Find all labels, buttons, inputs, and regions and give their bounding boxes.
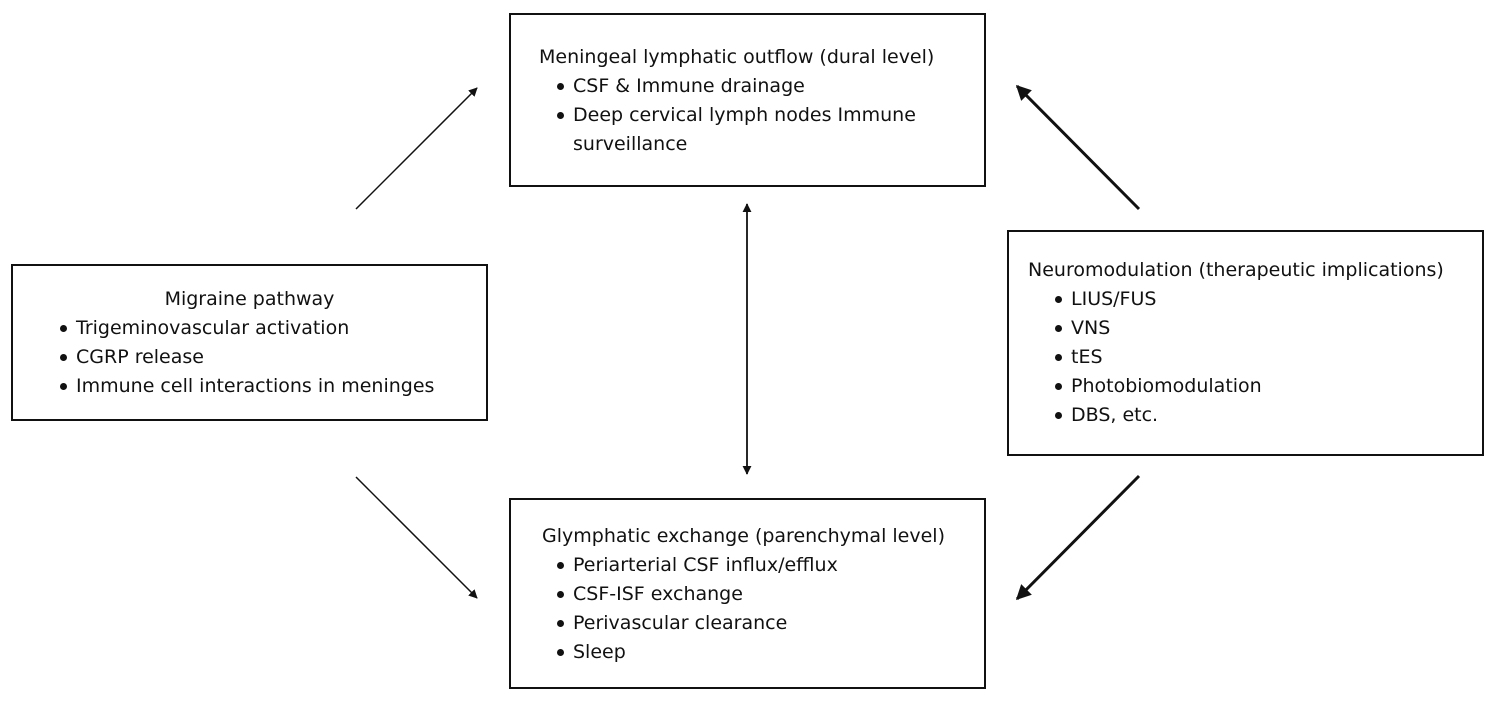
meningeal-title: Meningeal lymphatic outflow (dural level… (539, 46, 935, 68)
meningeal-item: CSF & Immune drainage (555, 72, 935, 101)
glymphatic-title: Glymphatic exchange (parenchymal level) (542, 525, 945, 547)
migraine-list: Trigeminovascular activation CGRP releas… (58, 314, 434, 401)
neuromodulation-item: DBS, etc. (1053, 401, 1262, 430)
migraine-title: Migraine pathway (164, 288, 335, 310)
glymphatic-list: Periarterial CSF influx/efflux CSF-ISF e… (555, 551, 838, 667)
glymphatic-item: Periarterial CSF influx/efflux (555, 551, 838, 580)
neuromodulation-list: LIUS/FUS VNS tES Photobiomodulation DBS,… (1053, 285, 1262, 430)
glymphatic-item: Sleep (555, 638, 838, 667)
neuromodulation-item: tES (1053, 343, 1262, 372)
migraine-item: Immune cell interactions in meninges (58, 372, 434, 401)
arrow-migraine-to-glymphatic (355, 476, 478, 599)
glymphatic-item: Perivascular clearance (555, 609, 838, 638)
arrow-neuromodulation-to-glymphatic (1015, 474, 1141, 601)
migraine-item: Trigeminovascular activation (58, 314, 434, 343)
neuromodulation-item: LIUS/FUS (1053, 285, 1262, 314)
neuromodulation-box: Neuromodulation (therapeutic implication… (1007, 230, 1484, 456)
migraine-item: CGRP release (58, 343, 434, 372)
meningeal-box: Meningeal lymphatic outflow (dural level… (509, 13, 986, 187)
migraine-box: Migraine pathway Trigeminovascular activ… (11, 264, 488, 421)
arrow-neuromodulation-to-meningeal (1015, 84, 1141, 211)
neuromodulation-item: Photobiomodulation (1053, 372, 1262, 401)
neuromodulation-title: Neuromodulation (therapeutic implication… (1028, 259, 1444, 281)
arrow-migraine-to-meningeal (355, 87, 478, 210)
glymphatic-item: CSF-ISF exchange (555, 580, 838, 609)
meningeal-item: Deep cervical lymph nodes Immune surveil… (555, 101, 935, 159)
meningeal-list: CSF & Immune drainage Deep cervical lymp… (555, 72, 935, 159)
neuromodulation-item: VNS (1053, 314, 1262, 343)
glymphatic-box: Glymphatic exchange (parenchymal level) … (509, 498, 986, 689)
